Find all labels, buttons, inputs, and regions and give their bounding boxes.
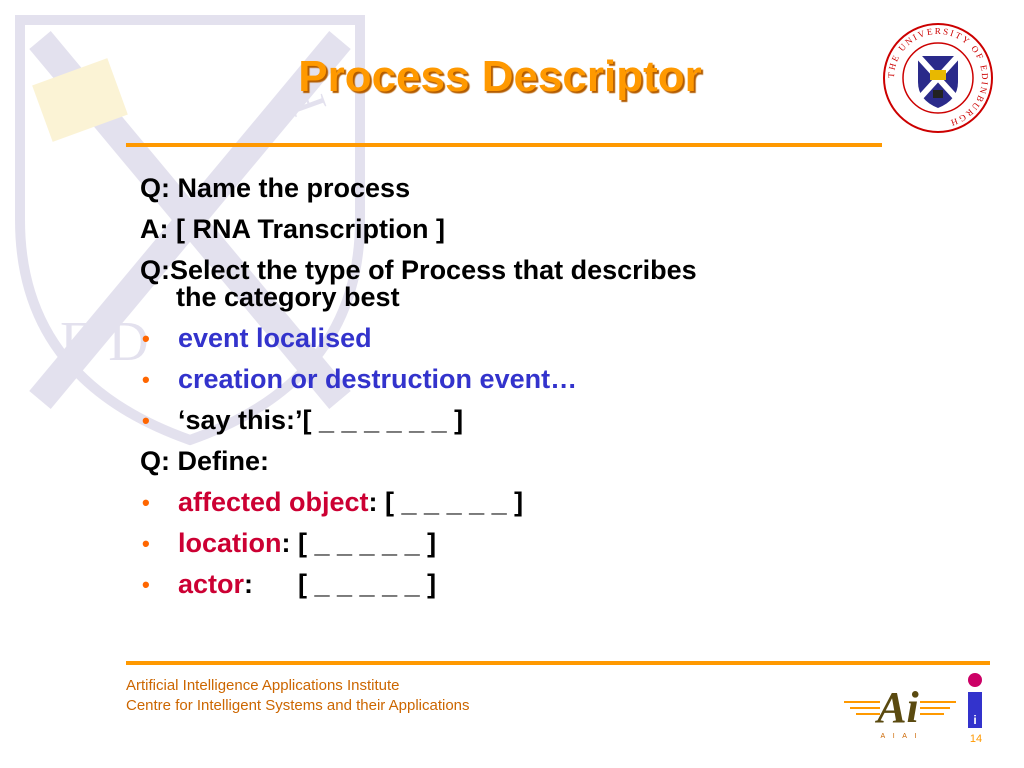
bullet-actor: • actor: [ _ _ _ _ _ ] [140,571,860,598]
edinburgh-crest-watermark: E D H [15,15,365,446]
bullet-location: • location: [ _ _ _ _ _ ] [140,530,860,557]
footer-centre: Centre for Intelligent Systems and their… [126,697,470,714]
say-this-blank: ‘say this:’[ _ _ _ _ _ _ ] [178,405,464,435]
page-number: 14 [969,733,983,745]
actor-blank: : [ _ _ _ _ _ ] [244,569,437,599]
question-select-type-continued: the category best [176,282,400,312]
aiai-logo-mark: Ai [874,683,919,732]
answer-rna-transcription: A: [ RNA Transcription ] [140,214,446,244]
affected-object-blank: : [ _ _ _ _ _ ] [368,487,524,517]
bullet-icon: • [142,408,150,433]
title-divider [126,143,882,147]
aiai-logo-icon: Ai A I A I [844,683,956,740]
term-affected-object: affected object [178,487,369,517]
footer-divider [126,661,990,665]
svg-text:E D: E D [60,311,149,373]
option-event-localised: event localised [178,323,372,353]
question-name-process: Q: Name the process [140,173,411,203]
question-define: Q: Define: [140,446,270,476]
aiai-logo-subtext: A I A I [881,733,920,740]
location-blank: : [ _ _ _ _ _ ] [281,528,437,558]
slide-title: Process Descriptor [298,52,702,101]
university-of-edinburgh-crest-icon: THE UNIVERSITY OF EDINBURGH [883,23,993,133]
footer: Artificial Intelligence Applications Ins… [126,676,470,716]
option-creation-destruction: creation or destruction event… [178,364,578,394]
question-select-type-text: Q:Select the type of Process that descri… [140,255,697,285]
term-location: location [178,528,282,558]
bullet-icon: • [142,572,150,597]
bullet-say-this: • ‘say this:’[ _ _ _ _ _ _ ] [140,407,860,434]
bullet-event-localised: • event localised [140,325,860,352]
bullet-icon: • [142,490,150,515]
question-select-type: Q:Select the type of Process that descri… [140,257,860,311]
term-actor: actor [178,569,245,599]
bullet-icon: • [142,367,150,392]
bullet-icon: • [142,531,150,556]
bullet-icon: • [142,326,150,351]
i-logo-letter: i [973,713,976,727]
slide-body: Q: Name the process A: [ RNA Transcripti… [140,175,860,612]
i-logo-icon: i [968,673,982,728]
bullet-creation-destruction: • creation or destruction event… [140,366,860,393]
bullet-affected-object: • affected object: [ _ _ _ _ _ ] [140,489,860,516]
footer-institute: Artificial Intelligence Applications Ins… [126,677,400,694]
